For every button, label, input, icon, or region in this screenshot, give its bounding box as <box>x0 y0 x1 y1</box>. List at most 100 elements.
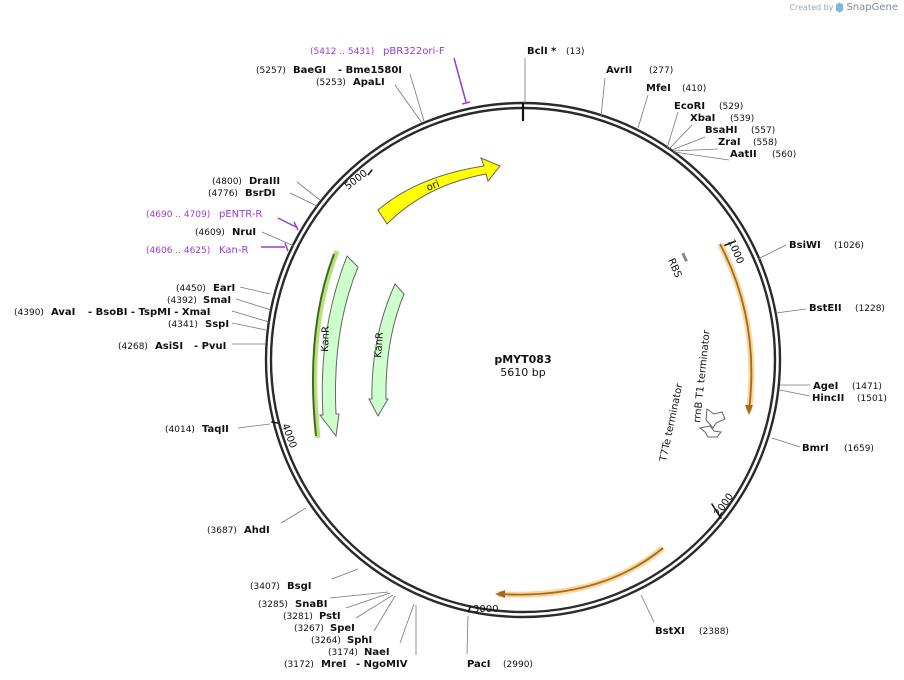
site-labels-left: (3172) MreI - NgoMIV (3174) NaeI (3264) … <box>14 65 408 670</box>
site-name[interactable]: XbaI <box>690 113 715 124</box>
site-position: (1659) <box>844 444 874 454</box>
primer-position: (4690 .. 4709) <box>146 210 210 220</box>
site-position: (4609) <box>195 228 225 238</box>
site-name[interactable]: NaeI <box>364 647 390 658</box>
site-extra-names[interactable]: - NgoMIV <box>356 659 408 670</box>
feature-arc-bottom[interactable] <box>495 545 665 598</box>
site-position: (4014) <box>165 425 195 435</box>
tick-marks <box>271 169 735 613</box>
site-name[interactable]: AvaI <box>51 307 75 318</box>
primer-name[interactable]: pENTR-R <box>219 209 262 220</box>
site-name[interactable]: SmaI <box>203 295 231 306</box>
site-name[interactable]: HincII <box>812 393 844 404</box>
site-position: (2990) <box>503 660 533 670</box>
feature-label: ori <box>425 179 441 194</box>
site-position: (539) <box>730 114 754 124</box>
site-name[interactable]: MfeI <box>646 83 671 94</box>
site-name[interactable]: PstI <box>319 611 341 622</box>
feature-arc-right[interactable] <box>717 242 755 415</box>
site-name[interactable]: EcoRI <box>674 101 705 112</box>
site-name[interactable]: NruI <box>232 227 256 238</box>
site-extra-names[interactable]: - BsoBI - TspMI - XmaI <box>88 307 211 318</box>
site-position: (3172) <box>284 660 314 670</box>
plasmid-name: pMYT083 <box>494 353 551 366</box>
site-position: (5253) <box>316 78 346 88</box>
site-name[interactable]: SnaBI <box>295 599 327 610</box>
site-position: (4392) <box>167 296 197 306</box>
primer-name[interactable]: pBR322ori-F <box>383 46 445 57</box>
site-position: (410) <box>682 84 706 94</box>
site-name[interactable]: MreI <box>321 659 346 670</box>
site-position: (4800) <box>212 177 242 187</box>
feature-label: KanR <box>373 332 386 359</box>
feature-kanr-inner[interactable]: KanR <box>368 283 405 418</box>
site-name[interactable]: SpeI <box>330 623 355 634</box>
feature-label: rrnB T1 terminator <box>692 329 713 424</box>
site-position: (3687) <box>207 526 237 536</box>
site-name[interactable]: SspI <box>205 319 229 330</box>
snapgene-logo-icon <box>836 2 844 13</box>
feature-terminators: rrnB T1 terminator T7Te terminator <box>658 329 726 464</box>
snapgene-branding: Created by SnapGene <box>789 2 898 13</box>
site-position: (3174) <box>328 648 358 658</box>
site-name[interactable]: BsaHI <box>705 125 737 136</box>
site-name[interactable]: BsrDI <box>245 188 276 199</box>
primer-name[interactable]: Kan-R <box>219 245 248 256</box>
site-name[interactable]: BsiWI <box>789 240 821 251</box>
site-position: (1501) <box>857 394 887 404</box>
site-position: (2388) <box>699 627 729 637</box>
site-position: (557) <box>751 126 775 136</box>
primer-position: (5412 .. 5431) <box>310 47 374 57</box>
site-labels: BclI * (13) AvrII (277) MfeI (410) EcoRI… <box>467 46 887 670</box>
feature-rbs: RBS <box>665 252 688 280</box>
primer-position: (4606 .. 4625) <box>146 246 210 256</box>
site-name[interactable]: AgeI <box>813 381 838 392</box>
site-name[interactable]: PacI <box>467 659 490 670</box>
tick-label: 3000 <box>473 604 498 615</box>
site-position: (3285) <box>258 600 288 610</box>
feature-kanr-middle[interactable]: KanR <box>318 255 359 438</box>
feature-label: KanR <box>320 326 332 352</box>
site-name[interactable]: AvrII <box>606 65 632 76</box>
feature-ori[interactable]: ori <box>377 157 501 225</box>
site-position: (3264) <box>311 636 341 646</box>
site-name[interactable]: BsgI <box>287 581 311 592</box>
site-name[interactable]: SphI <box>347 635 372 646</box>
site-name[interactable]: BclI * <box>527 46 557 57</box>
site-name[interactable]: AatII <box>730 149 757 160</box>
site-position: (3407) <box>250 582 280 592</box>
created-by-label: Created by <box>789 3 834 12</box>
site-position: (4341) <box>168 320 198 330</box>
site-name[interactable]: BaeGI <box>293 65 326 76</box>
site-position: (558) <box>753 138 777 148</box>
site-name[interactable]: EarI <box>213 283 235 294</box>
site-name[interactable]: ZraI <box>718 137 741 148</box>
site-position: (3267) <box>294 624 324 634</box>
site-name[interactable]: AsiSI <box>155 341 183 352</box>
site-name[interactable]: DraIII <box>249 176 280 187</box>
site-position: (529) <box>719 102 743 112</box>
plasmid-backbone <box>264 101 782 619</box>
site-name[interactable]: BstXI <box>655 626 685 637</box>
site-position: (4450) <box>176 284 206 294</box>
site-extra-names[interactable]: - Bme1580I <box>338 65 402 76</box>
site-position: (277) <box>649 66 673 76</box>
feature-label: T7Te terminator <box>658 382 686 464</box>
feature-kanr-outer[interactable] <box>311 250 340 439</box>
site-position: (1026) <box>834 241 864 251</box>
site-name[interactable]: ApaLI <box>353 77 385 88</box>
site-position: (4776) <box>208 189 238 199</box>
site-name[interactable]: BstEII <box>809 303 842 314</box>
site-position: (3281) <box>283 612 313 622</box>
primer-labels: (5412 .. 5431) pBR322ori-F (4690 .. 4709… <box>146 46 445 256</box>
site-name[interactable]: BmrI <box>802 443 829 454</box>
site-position: (1471) <box>852 382 882 392</box>
plasmid-length: 5610 bp <box>500 366 545 379</box>
site-position: (5257) <box>256 66 286 76</box>
primer-marks <box>261 57 471 252</box>
site-name[interactable]: TaqII <box>202 424 229 435</box>
site-leader-lines <box>231 58 811 655</box>
site-position: (560) <box>772 150 796 160</box>
site-name[interactable]: AhdI <box>244 525 270 536</box>
site-extra-names[interactable]: - PvuI <box>194 341 226 352</box>
